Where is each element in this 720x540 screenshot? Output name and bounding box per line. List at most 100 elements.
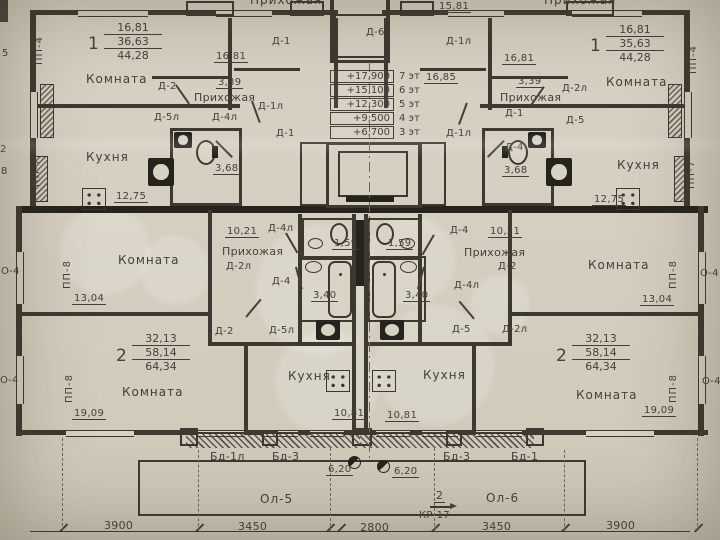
unit-area-mid: 58,14 [132, 346, 190, 360]
door-tag-d1l: Д-1л [446, 128, 472, 139]
window [698, 252, 706, 304]
sink-icon [400, 238, 415, 249]
elevation-mark: +9,500 [330, 112, 394, 125]
note-number: 2 [434, 489, 446, 503]
wall [334, 18, 338, 108]
dim-3450: 3450 [238, 520, 268, 533]
area-wc: 1,59 [332, 238, 360, 250]
balcony-post [262, 430, 278, 446]
room-label: Комната [576, 388, 638, 402]
hall-label: Прихожая [194, 91, 256, 104]
panel-hatch [34, 156, 48, 202]
door-tag-d2l: Д-2л [502, 324, 528, 335]
panel-tag-pp4: ПП-4 [688, 45, 699, 75]
door-tag-d4: Д-4 [450, 225, 469, 236]
panel-tag-o4: О-4 [0, 375, 19, 386]
parapet-box [400, 1, 434, 16]
wall [364, 318, 368, 432]
elevation-mark: +15,100 [330, 84, 394, 97]
area-hall2: 10,21 [488, 226, 523, 238]
stove-icon [616, 188, 640, 210]
window [586, 430, 654, 437]
room-label: Комната [122, 385, 184, 399]
wall [228, 18, 232, 110]
kitchen-label: Кухня [617, 158, 660, 172]
wall [420, 68, 486, 71]
panel-tag-pp8: ПП-8 [668, 260, 679, 290]
wall [152, 76, 230, 79]
kitchen-label: Кухня [86, 150, 129, 164]
window [30, 92, 38, 138]
wall [244, 342, 248, 432]
panel-hatch [40, 84, 54, 138]
note-ref-kr17: КР-17 [419, 510, 450, 521]
watermark-circle [470, 275, 530, 335]
wall [16, 312, 212, 316]
panel-tag-pp7: ПП-7 [686, 160, 697, 190]
kitchen-sink-icon [148, 158, 174, 186]
stair-flight [418, 142, 446, 206]
window [16, 252, 24, 304]
extension-line [62, 438, 63, 531]
wall [352, 318, 356, 432]
panel-tag-pp8: ПП-8 [668, 374, 679, 404]
extension-line [564, 450, 565, 531]
parapet-box [290, 1, 324, 16]
balcony-railing [186, 432, 360, 448]
door-swing [175, 84, 190, 105]
sink-icon [305, 261, 322, 273]
unit-area-living: 32,13 [132, 332, 190, 346]
area-bath2: 3,40 [403, 290, 431, 302]
balcony-tag-bd1: Бд-1 [511, 450, 539, 463]
door-tag-d5l: Д-5л [154, 112, 180, 123]
wc-walls [302, 218, 356, 260]
area-bath1: 3,68 [502, 165, 530, 177]
wall [698, 206, 704, 436]
dim-2800: 2800 [360, 521, 390, 534]
sink-icon [308, 238, 323, 249]
unit-number: 2 [116, 346, 127, 366]
toilet-tank-icon [212, 146, 218, 158]
balcony-post [352, 428, 372, 446]
elevator-cab [338, 151, 408, 197]
area-room1: 16,81 [214, 51, 249, 63]
door-tag-d2l: Д-2л [226, 261, 252, 272]
center-axis [369, 62, 370, 462]
watermark-circle [60, 205, 150, 295]
toilet-icon [508, 140, 528, 165]
wall [472, 342, 476, 432]
window [66, 430, 134, 437]
edge-fragment: 8 [1, 166, 8, 177]
kitchen-sink-icon [380, 320, 404, 340]
terrace-outline [138, 460, 586, 516]
elevation-floor: 7 эт [399, 71, 420, 82]
area-balcony: 6,20 [392, 466, 420, 478]
extension-line [434, 448, 435, 531]
door-tag-d2l: Д-2л [562, 83, 588, 94]
door-tag-d4: Д-4 [505, 142, 524, 153]
room-label: Комната [86, 72, 148, 86]
bathtub-icon [372, 261, 396, 318]
door-tag-d2: Д-2 [215, 326, 234, 337]
wall [508, 312, 704, 316]
kitchen-label: Кухня [423, 368, 466, 382]
area-room2b: 19,09 [642, 405, 677, 417]
dim-3900: 3900 [104, 519, 134, 532]
window [78, 10, 148, 17]
area-kitchen1: 12,75 [592, 194, 627, 206]
terrace-tag-ol6: Ол-6 [486, 491, 520, 505]
watermark-circle [140, 235, 210, 305]
terrace-tag-ol5: Ол-5 [260, 492, 294, 506]
door-tag-d5l: Д-5л [269, 325, 295, 336]
dim-3900: 3900 [606, 519, 636, 532]
sink-icon [528, 132, 546, 148]
door-tag-d1: Д-1 [276, 128, 295, 139]
balcony-post [526, 428, 544, 446]
door-tag-d5: Д-5 [452, 324, 471, 335]
unit-area-total: 64,34 [585, 360, 617, 373]
window [216, 10, 272, 17]
unit-area-mid: 36,63 [104, 35, 162, 49]
